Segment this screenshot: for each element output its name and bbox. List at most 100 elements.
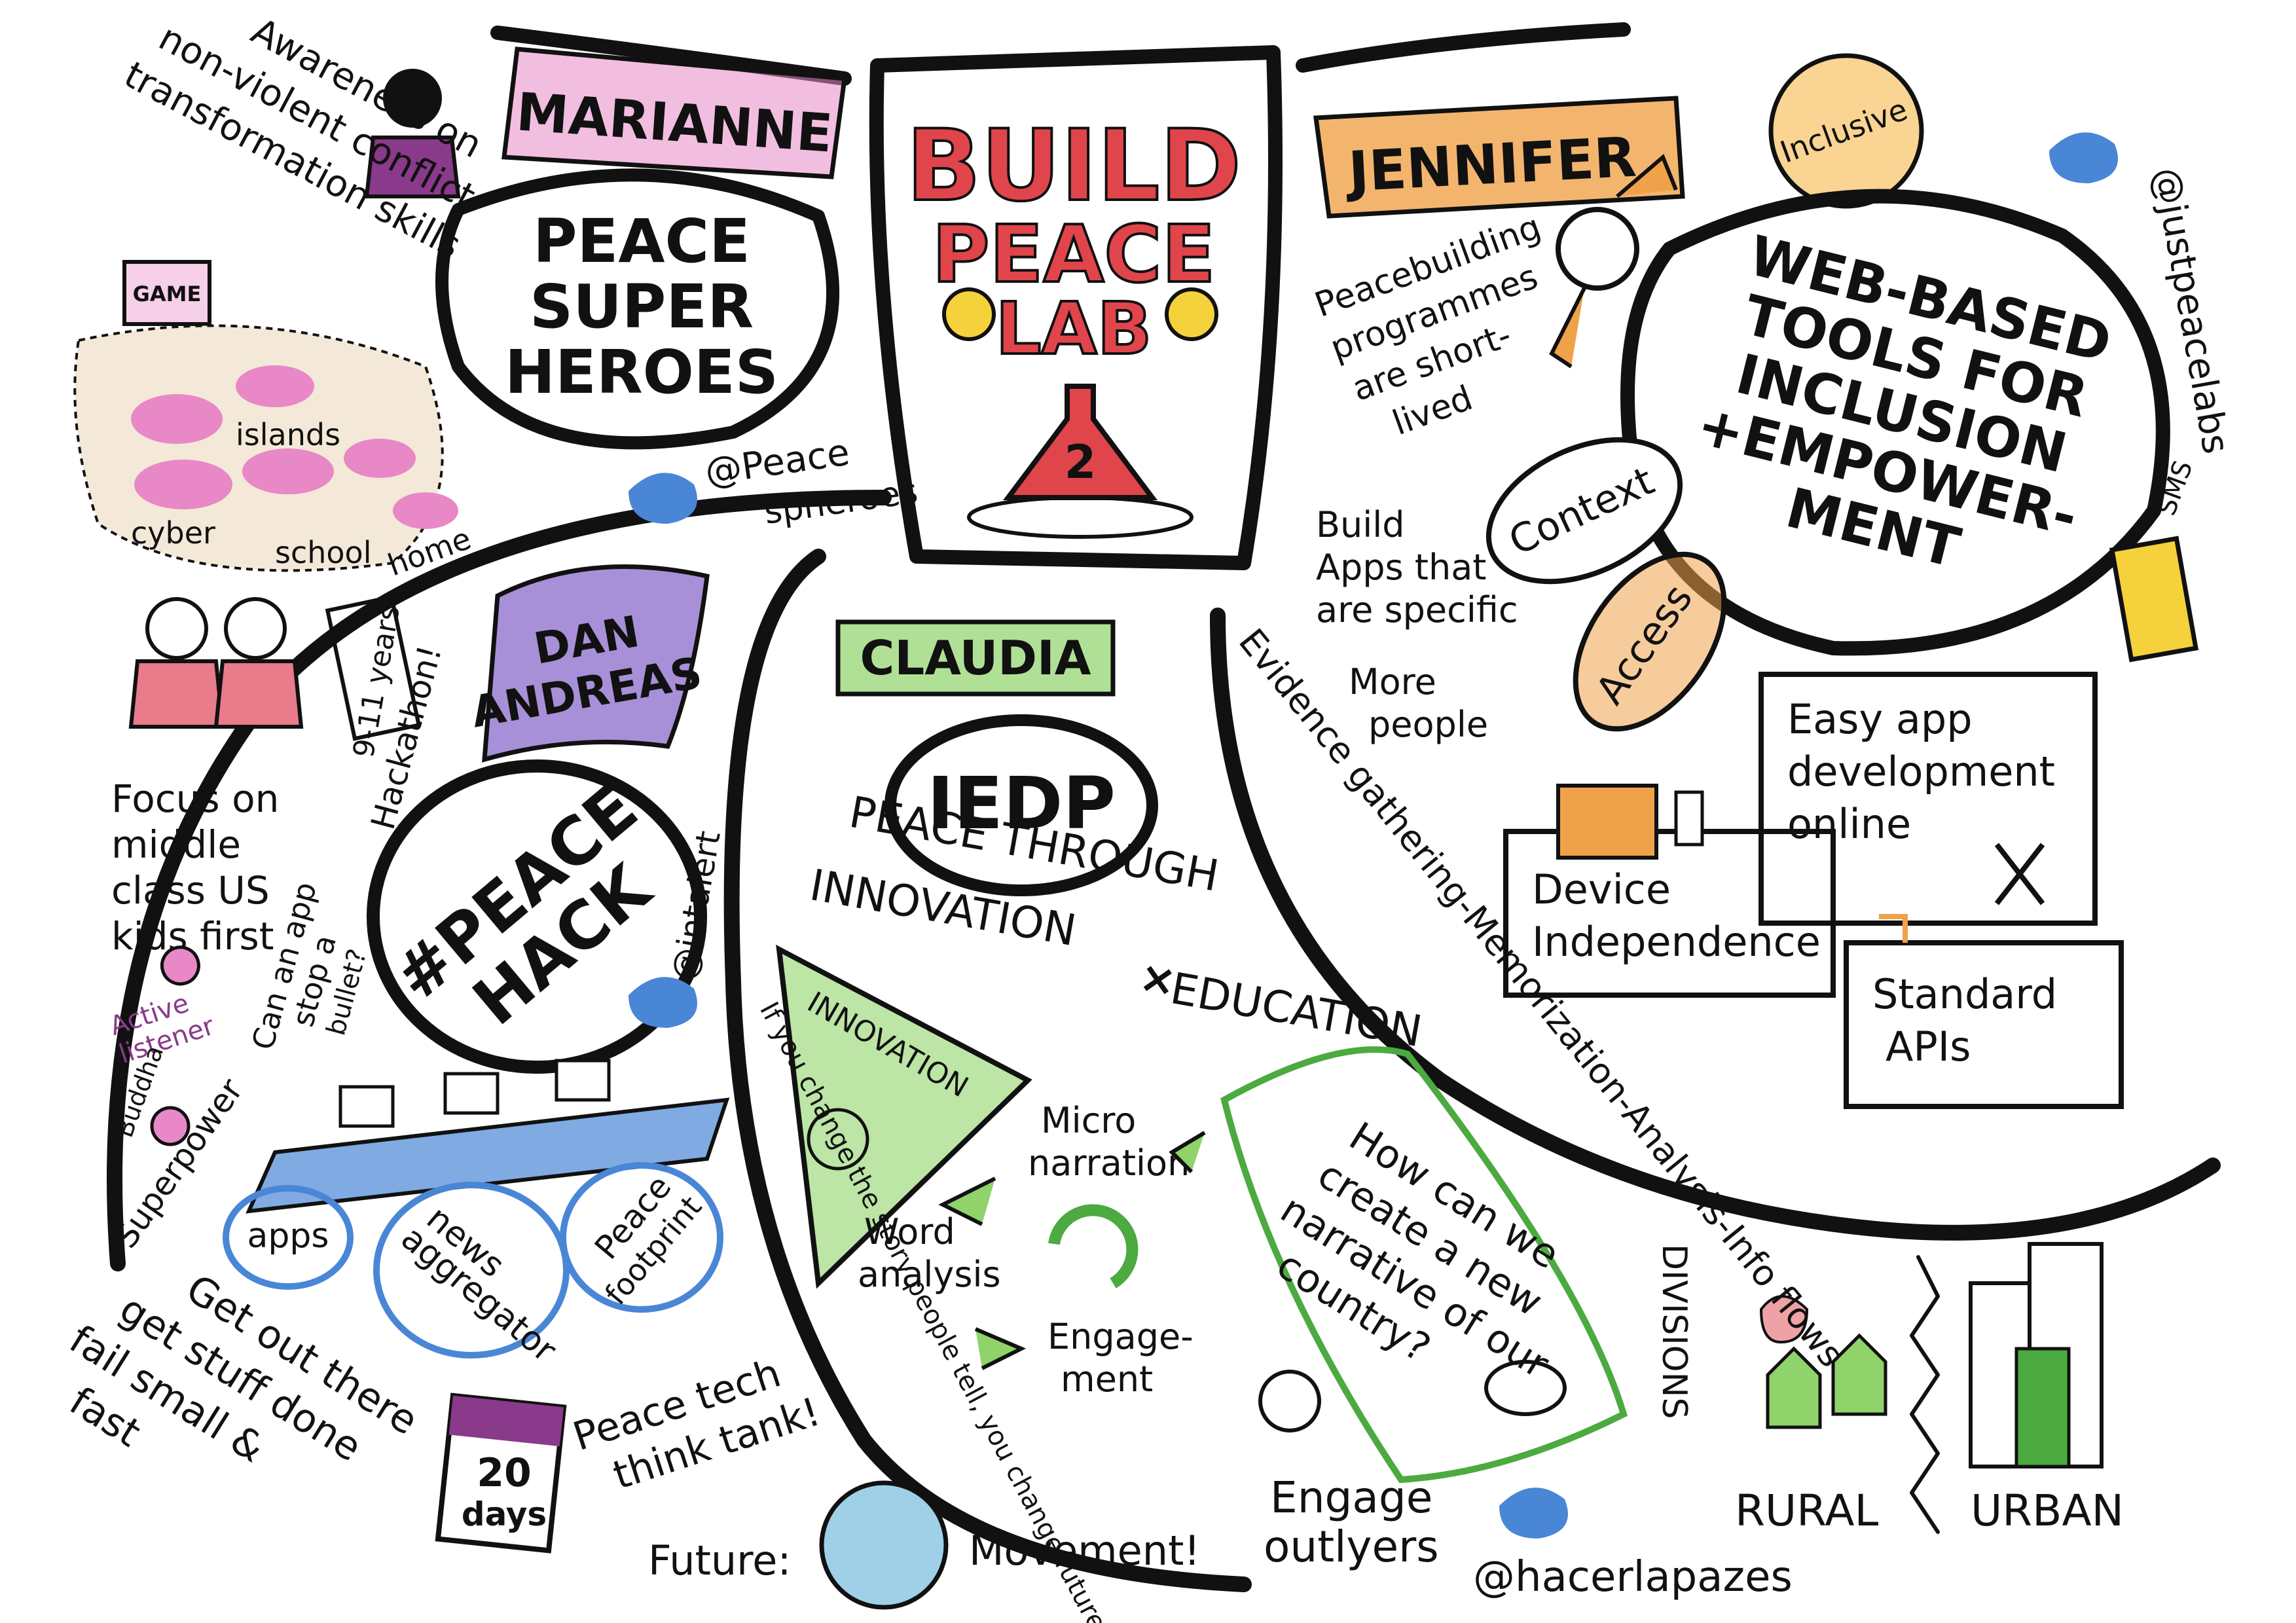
title-lab: LAB <box>995 287 1152 371</box>
svg-text:Engage-: Engage- <box>1048 1316 1194 1357</box>
divisions-note: DIVISIONS RURAL URBAN <box>1654 1242 2124 1536</box>
svg-text:More: More <box>1349 661 1436 702</box>
house-icon <box>1831 1333 1887 1416</box>
dan-banner: DAN ANDREAS <box>467 564 710 763</box>
times-icon: × <box>1136 951 1180 1007</box>
svg-text:analysis: analysis <box>858 1254 1001 1295</box>
device-independence-box: Device Independence <box>1503 784 1836 998</box>
narrative-cycle: Micro narration Word analysis Engage- me… <box>858 1100 1206 1400</box>
islands-map: islands cyber school home <box>73 324 475 583</box>
svg-text:days: days <box>462 1495 547 1533</box>
iedp-bubble: IEDP <box>884 714 1158 896</box>
calendar-icon: 20 days <box>435 1393 567 1554</box>
arrow-icon <box>974 1327 1027 1370</box>
svg-text:Engage: Engage <box>1270 1472 1432 1523</box>
svg-text:ment: ment <box>1061 1359 1153 1400</box>
svg-text:are specific: are specific <box>1316 589 1518 630</box>
svg-text:20: 20 <box>477 1450 532 1496</box>
tree-icon <box>1759 1295 1809 1344</box>
hacerlapazes-twitter: @hacerlapazes <box>1473 1487 1793 1601</box>
phone-icon <box>1674 790 1704 847</box>
twitter-bird-icon <box>2049 132 2118 183</box>
intalert-twitter: @intalert <box>629 828 728 1028</box>
svg-text:school: school <box>275 535 371 570</box>
svg-text:islands: islands <box>236 417 340 452</box>
svg-text:HEROES: HEROES <box>505 337 778 407</box>
watch-icon <box>1549 153 1678 369</box>
context-tag: Context <box>1485 437 1683 585</box>
access-tag: Access <box>1573 551 1727 732</box>
svg-text:DIVISIONS: DIVISIONS <box>1654 1244 1694 1419</box>
svg-text:CLAUDIA: CLAUDIA <box>860 630 1091 685</box>
svg-text:Easy app: Easy app <box>1787 695 1973 743</box>
flask-number: 2 <box>1065 435 1097 489</box>
title-build: BUILD <box>906 109 1241 223</box>
kids-illustration <box>128 597 304 729</box>
building-icon <box>2014 1347 2071 1468</box>
globe-icon <box>819 1480 949 1610</box>
svg-text:Apps that: Apps that <box>1316 547 1486 588</box>
svg-text:development: development <box>1787 748 2055 795</box>
svg-text:online: online <box>1787 800 1911 848</box>
svg-text:class US: class US <box>111 868 270 913</box>
scissors-icon <box>1994 843 2045 905</box>
svg-text:EDUCATION: EDUCATION <box>1167 963 1426 1057</box>
svg-text:people: people <box>1368 704 1488 745</box>
twitter-bird-icon <box>629 473 697 524</box>
ear-icon <box>160 945 200 986</box>
easy-app-box: Easy app development online <box>1758 672 2098 926</box>
short-lived-note: Peacebuilding programmes are short- live… <box>1310 208 1546 444</box>
svg-text:RURAL: RURAL <box>1735 1486 1878 1536</box>
svg-text:Independence: Independence <box>1532 918 1821 966</box>
laptop-icon <box>555 1059 611 1102</box>
svg-text:URBAN: URBAN <box>1971 1486 2124 1536</box>
laptop-icon <box>338 1085 395 1128</box>
outlyers-note: Engage outlyers <box>1258 1370 1439 1572</box>
news-aggregator-bubble <box>373 1182 570 1359</box>
arrow-icon <box>938 1176 996 1226</box>
flask-icon: 2 <box>967 384 1194 539</box>
svg-text:Micro: Micro <box>1041 1100 1136 1141</box>
awareness-note: Awareness on non-violent conflict transf… <box>117 10 488 266</box>
narrative-question-box: How can we create a new narrative of our… <box>1220 1046 1628 1484</box>
lightbulb-icon <box>942 287 1218 341</box>
svg-text:IEDP: IEDP <box>927 761 1116 845</box>
game-console-icon: GAME <box>122 260 211 326</box>
svg-text:Future:: Future: <box>648 1537 791 1584</box>
svg-text:APIs: APIs <box>1886 1023 1971 1070</box>
svg-text:Focus on: Focus on <box>111 776 279 821</box>
svg-text:GAME: GAME <box>133 282 202 306</box>
focus-note: Focus on middle class US kids first <box>111 776 279 958</box>
svg-text:Device: Device <box>1532 866 1671 913</box>
svg-text:cyber: cyber <box>131 515 215 551</box>
svg-text:@hacerlapazes: @hacerlapazes <box>1473 1553 1793 1601</box>
svg-text:apps: apps <box>247 1216 329 1256</box>
build-peace-lab-panel: BUILD PEACE LAB 2 <box>869 45 1283 570</box>
svg-text:@intalert: @intalert <box>665 828 728 983</box>
title-peace: PEACE <box>932 210 1216 301</box>
svg-text:outlyers: outlyers <box>1264 1522 1439 1572</box>
lightbulb-icon <box>1258 1370 1321 1432</box>
jennifer-banner: JENNIFER <box>1313 96 1685 219</box>
inclusive-tag: Inclusive <box>1768 53 1924 209</box>
svg-text:Standard: Standard <box>1872 970 2057 1018</box>
future-movement: Future: Movement! <box>648 1480 1200 1610</box>
standard-apis-box: Standard APIs <box>1844 914 2124 1109</box>
build-apps-note: Build Apps that are specific <box>1316 504 1518 630</box>
svg-text:PEACE: PEACE <box>533 206 750 276</box>
twitter-bird-icon <box>1499 1487 1568 1539</box>
svg-text:narration: narration <box>1028 1142 1190 1184</box>
heart-icon <box>807 1108 869 1171</box>
microwave-icon <box>1556 784 1658 860</box>
apps-bubble <box>223 1185 354 1290</box>
peace-superheroes-bubble: PEACE SUPER HEROES <box>435 168 840 450</box>
plug-icon <box>1879 914 1908 943</box>
arrow-icon <box>1169 1131 1206 1174</box>
more-people-note: More people <box>1349 661 1488 745</box>
buddha-icon <box>150 1106 191 1146</box>
laptop-icon <box>443 1072 500 1115</box>
svg-text:Word: Word <box>864 1211 955 1252</box>
speech-bubble-icon <box>1484 1360 1567 1416</box>
svg-text:Movement!: Movement! <box>969 1527 1200 1575</box>
